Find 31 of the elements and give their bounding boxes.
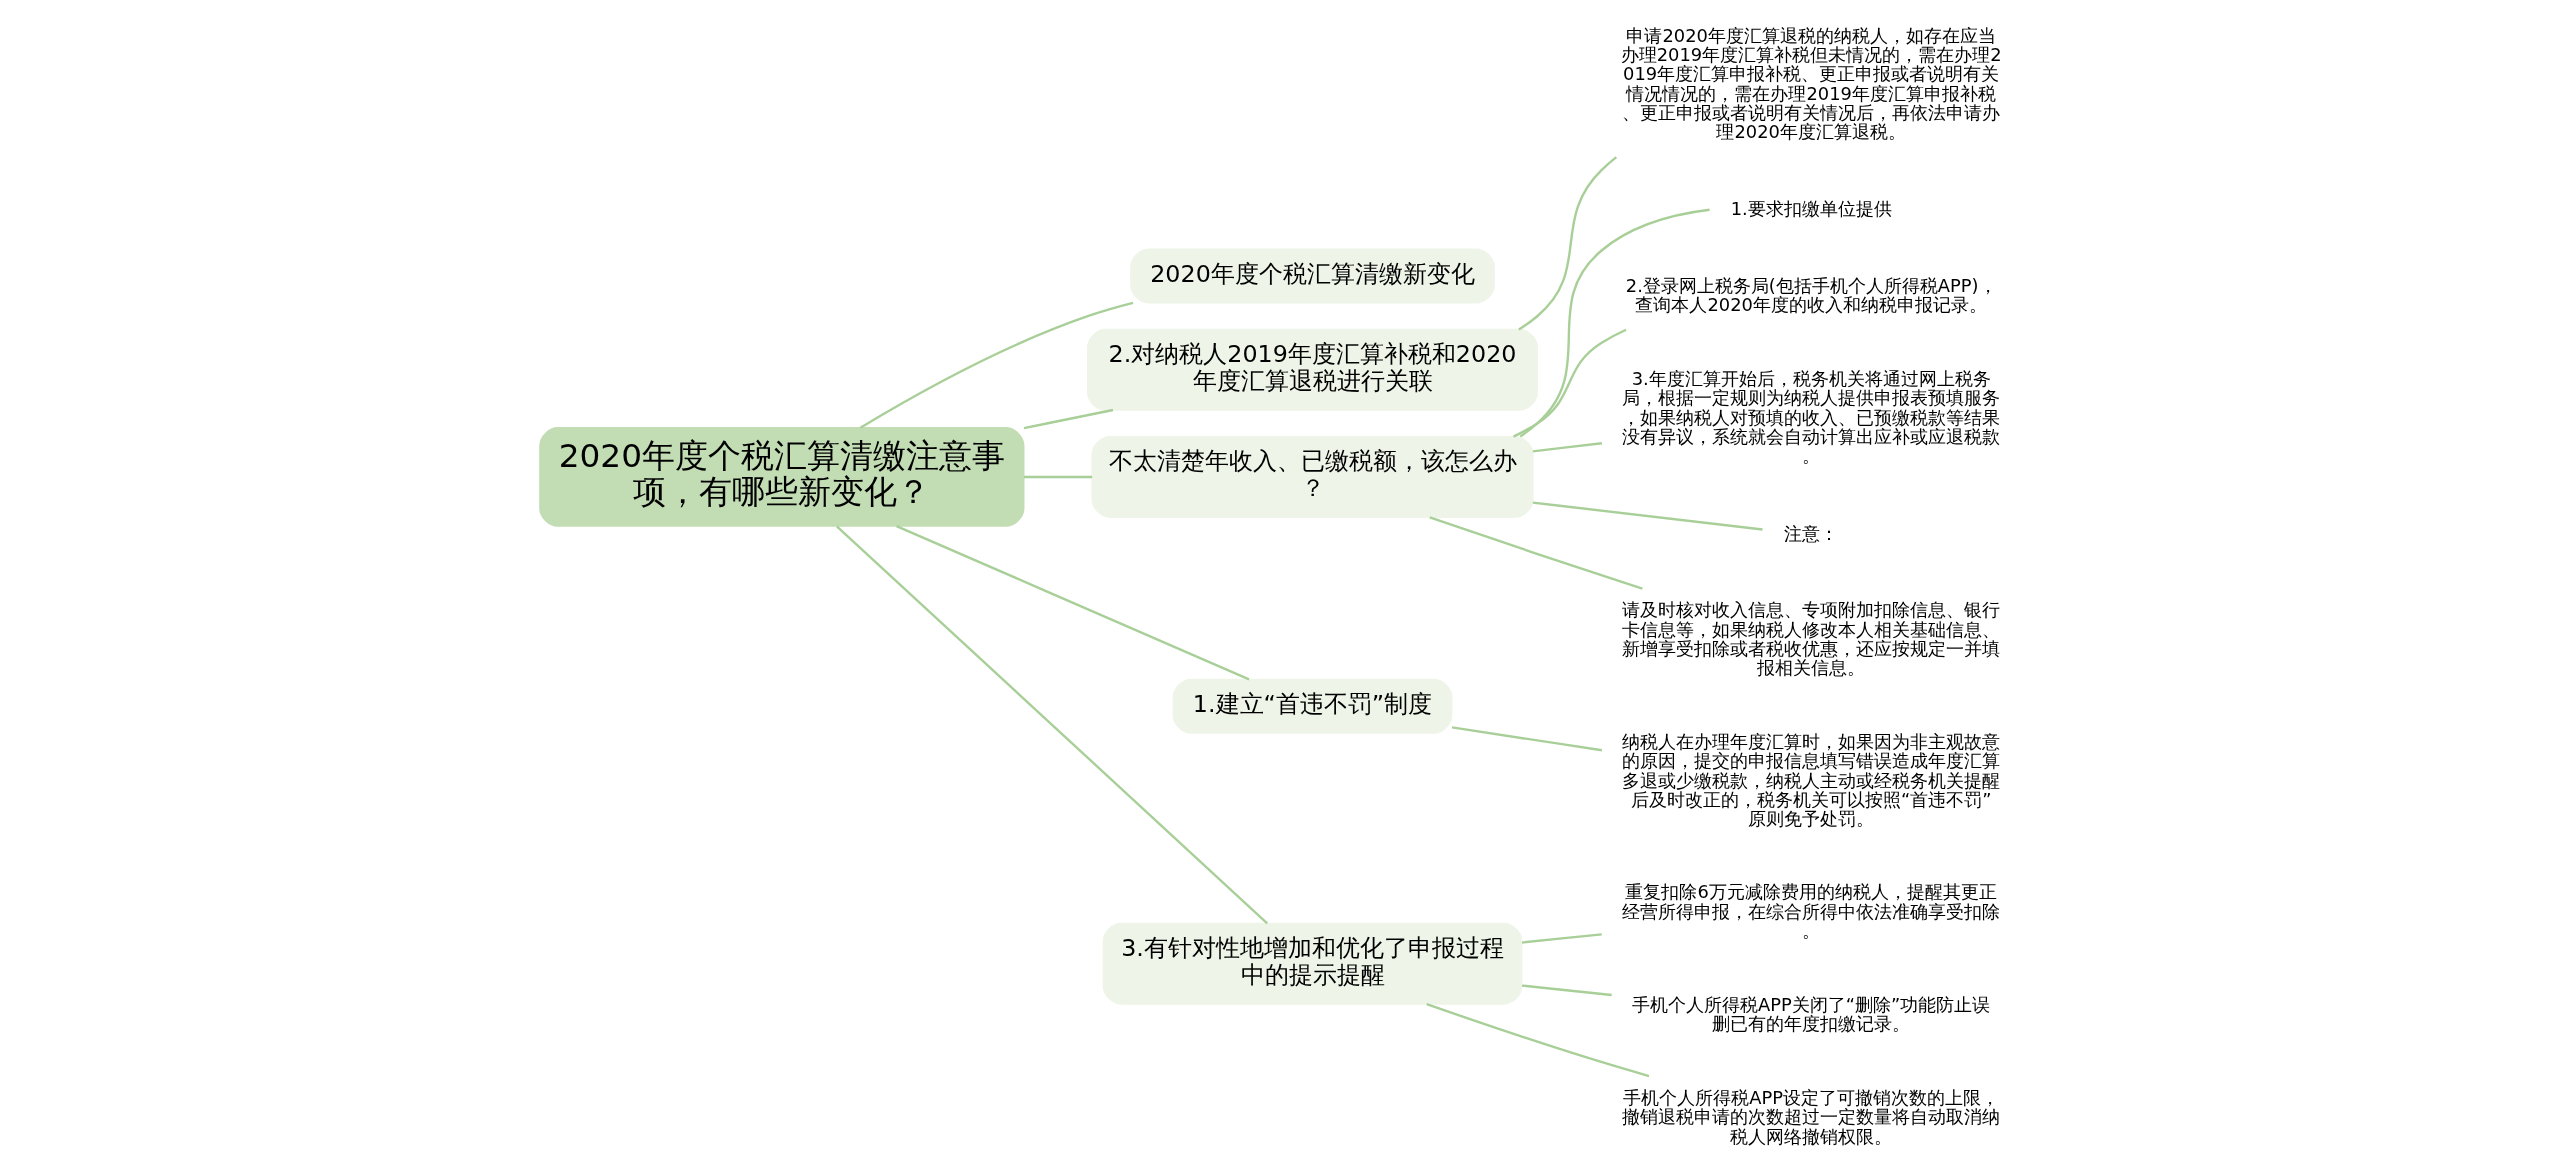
connector [1519,208,1710,438]
connector [1532,501,1763,531]
connector [1512,328,1627,438]
connector [859,301,1133,429]
node-text: 2.登录网上税务局(包括手机个人所得税APP)，查询本人2020年度的收入和纳税申报记录。 [1625,274,1997,316]
node-text: 纳税人在办理年度汇算时，如果因为非主观故意的原因，提交的申报信息填写错误造成年度汇算多退或少缴税款，纳税人主动或经税务机关提醒后及时改正的，税务机关可以按照“首违不罚”原则免予处罚。 [1621,731,2000,830]
node-box: 1.建立“首违不罚”制度 [1172,678,1452,734]
node-box: 3.有针对性地增加和优化了申报过程中的提示提醒 [1102,922,1522,1005]
node-text: 手机个人所得税APP关闭了“删除”功能防止误删已有的年度扣缴记录。 [1631,993,1990,1035]
node-text: 手机个人所得税APP设定了可撤销次数的上限，撤销退税申请的次数超过一定数量将自动取消纳税人网络撤销权限。 [1621,1086,2000,1147]
connector [895,525,1250,681]
connector [1428,516,1643,590]
connector [1023,408,1113,430]
connector [1451,726,1602,752]
node-text: 3.年度汇算开始后，税务机关将通过网上税务局，根据一定规则为纳税人提供申报表预填服务，如果纳税人对预填的收入、已预缴税款等结果没有异议，系统就会自动计算出应补或应退税款。 [1621,367,2000,467]
node-text: 请及时核对收入信息、专项附加扣除信息、银行卡信息等，如果纳税人修改本人相关基础信息、新增享受扣除或者税收优惠，还应按规定一并填报相关信息。 [1621,599,2000,679]
connector [1521,933,1602,944]
connector [1517,156,1617,331]
node-text: 1.要求扣缴单位提供 [1730,198,1892,220]
connector [835,525,1268,925]
node-text: 注意： [1783,522,1838,544]
node-box: 不太清楚年收入、已缴税额，该怎么办？ [1090,436,1534,518]
node-box: 2020年度个税汇算清缴注意事项，有哪些新变化？ [538,427,1024,527]
connector [1023,475,1092,479]
node-box: 2020年度个税汇算清缴新变化 [1129,248,1495,304]
connector [1425,1003,1649,1078]
connector [1532,442,1602,453]
node-box: 2.对纳税人2019年度汇算补税和2020年度汇算退税进行关联 [1086,328,1538,411]
node-text: 申请2020年度汇算退税的纳税人，如存在应当办理2019年度汇算补税但未情况的，需在办理2019年度汇算申报补税、更正申报或者说明有关情况情况的，需在办理2019年度汇算申报补税、更正申报或者说明有关情况后，再依法申请办理2020年度汇算退税。 [1620,24,2002,143]
node-text: 重复扣除6万元减除费用的纳税人，提醒其更正经营所得申报，在综合所得中依法准确享受扣除。 [1621,881,2000,942]
connector [1521,984,1612,997]
